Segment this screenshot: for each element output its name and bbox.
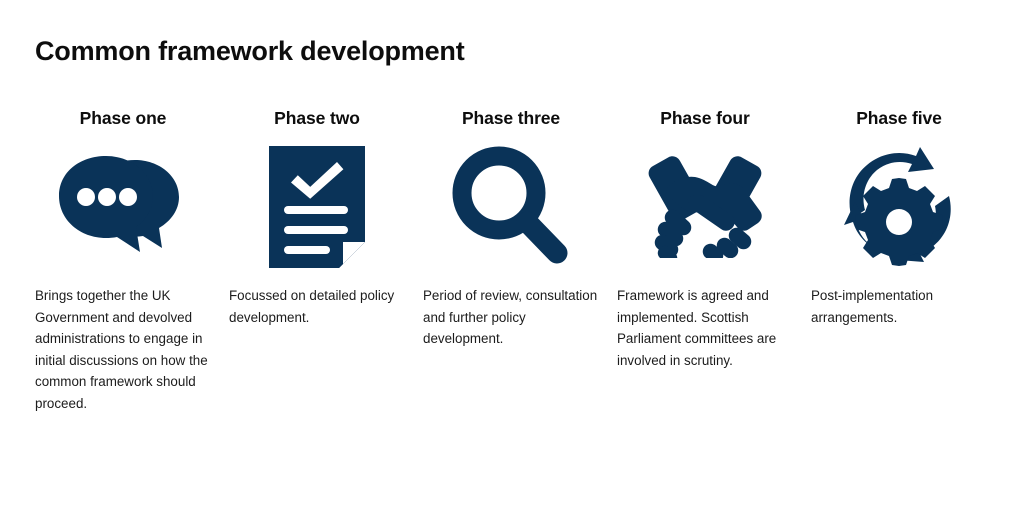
phase-column-four: Phase four: [617, 105, 811, 371]
phase-description-four: Framework is agreed and implemented. Sco…: [617, 288, 777, 368]
phase-heading-two: Phase two: [274, 108, 360, 128]
handshake-icon: [617, 131, 793, 281]
phase-description-five: Post-implementation arrangements.: [811, 288, 934, 325]
phase-description-two: Focussed on detailed policy development.: [229, 288, 395, 325]
phase-row: Phase one Brings together the UK Governm…: [35, 105, 1010, 414]
phase-column-one: Phase one Brings together the UK Governm…: [35, 105, 229, 414]
phase-column-five: Phase five Post-implement: [811, 105, 1005, 328]
phase-heading-five: Phase five: [856, 108, 942, 128]
phase-heading-one: Phase one: [79, 108, 167, 128]
phase-column-three: Phase three Period of review, consultati…: [423, 105, 617, 350]
page-title: Common framework development: [35, 36, 465, 66]
phase-column-two: Phase two Focussed on detailed policy de…: [229, 105, 423, 328]
phase-description-one: Brings together the UK Government and de…: [35, 288, 208, 411]
magnifying-glass-icon: [423, 131, 599, 281]
speech-bubbles-icon: [35, 131, 211, 281]
gear-cycle-icon: [811, 131, 987, 281]
phase-heading-four: Phase four: [660, 108, 750, 128]
document-checkmark-icon: [229, 131, 405, 281]
phase-heading-three: Phase three: [461, 108, 561, 128]
phase-description-three: Period of review, consultation and furth…: [423, 288, 598, 346]
